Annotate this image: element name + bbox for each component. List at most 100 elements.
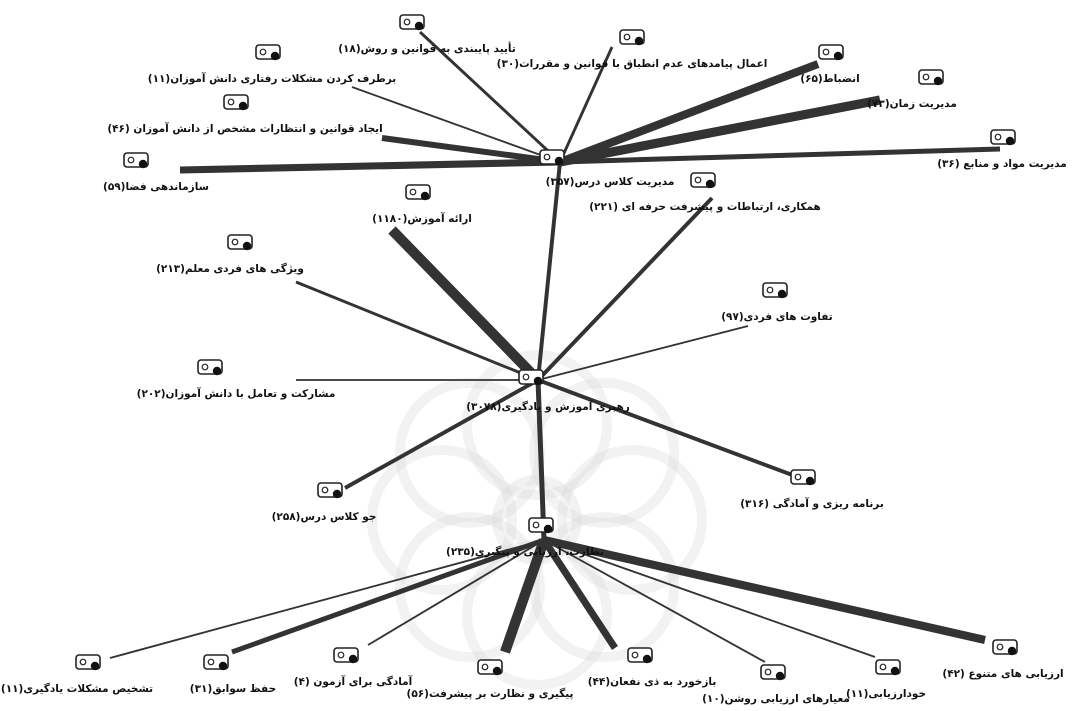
tag-icon: [539, 149, 565, 166]
node-label: معیارهای ارزیابی روشن(۱۰): [702, 693, 850, 705]
node-supervision[interactable]: نظارت، ارزیابی و پیگیری(۲۳۵): [446, 517, 604, 558]
tag-icon: [333, 647, 359, 664]
edge-teaching_delivery-to-leadership: [388, 226, 542, 384]
node-leadership[interactable]: رهبری آموزش و یادگیری(۳۰۷۸): [466, 369, 630, 413]
node-label: اعمال پیامدهای عدم انطباق با قوانین و مق…: [497, 58, 768, 70]
node-label: نظارت، ارزیابی و پیگیری(۲۳۵): [446, 545, 604, 558]
edge-teacher_traits-to-leadership: [295, 280, 539, 382]
edge-progress_followup-to-supervision: [500, 538, 549, 654]
edge-space_org-to-classroom_mgmt: [179, 158, 561, 174]
node-planning[interactable]: برنامه ریزی و آمادگی (۳۱۶): [740, 469, 884, 510]
edge-planning-to-leadership: [537, 378, 796, 478]
node-materials_mgmt[interactable]: مدیریت مواد و منابع (۳۶): [937, 129, 1067, 170]
edges-layer: [109, 30, 1001, 663]
node-collaboration[interactable]: همکاری، ارتباطات و پیشرفت حرفه ای (۲۲۱): [589, 172, 821, 213]
watermark-petal: [462, 350, 612, 500]
tag-icon: [317, 482, 343, 499]
edge-classroom_mgmt-to-leadership: [536, 161, 562, 381]
edge-materials_mgmt-to-classroom_mgmt: [559, 146, 1001, 165]
tag-icon: [123, 152, 149, 169]
tag-icon: [760, 664, 786, 681]
nodes-layer: مدیریت کلاس درس(۳۵۷) تأیید پایبندی به قوا…: [1, 14, 1067, 705]
node-label: تفاوت های فردی(۹۷): [721, 311, 833, 323]
edge-clear_criteria-to-supervision: [543, 539, 766, 663]
tag-icon: [762, 282, 788, 299]
node-teaching_delivery[interactable]: ارائه آموزش(۱۱۸۰): [372, 184, 472, 225]
node-label: ایجاد قوانین و انتظارات مشخص از دانش آمو…: [107, 122, 382, 135]
node-label: انضباط(۶۵): [800, 73, 859, 85]
tag-icon: [75, 654, 101, 671]
edge-time_mgmt-to-classroom_mgmt: [559, 95, 881, 167]
edge-class_climate-to-leadership: [344, 378, 539, 490]
edge-self_assessment-to-supervision: [543, 539, 876, 658]
node-space_org[interactable]: سازماندهی فضا(۵۹): [103, 152, 209, 193]
edge-record_keeping-to-supervision: [231, 537, 545, 655]
node-varied_assessment[interactable]: ارزیابی های متنوع (۴۲): [942, 639, 1064, 680]
edge-collaboration-to-leadership: [536, 196, 714, 382]
watermark-petal: [557, 445, 707, 595]
node-label: برطرف کردن مشکلات رفتاری دانش آموزان(۱۱): [148, 72, 397, 85]
node-teacher_traits[interactable]: ویژگی های فردی معلم(۲۱۳): [156, 234, 304, 275]
edge-rules_expectations-to-classroom_mgmt: [381, 135, 561, 165]
node-label: آمادگی برای آزمون (۴): [294, 675, 413, 688]
node-label: تشخیص مشکلات یادگیری(۱۱): [1, 682, 153, 695]
edge-individual_diff-to-leadership: [537, 325, 749, 381]
node-learning_diag[interactable]: تشخیص مشکلات یادگیری(۱۱): [1, 654, 153, 695]
node-individual_diff[interactable]: تفاوت های فردی(۹۷): [721, 282, 833, 323]
node-progress_followup[interactable]: پیگیری و نظارت بر پیشرفت(۵۶): [407, 659, 574, 700]
node-behavior_problems[interactable]: برطرف کردن مشکلات رفتاری دانش آموزان(۱۱): [148, 44, 397, 85]
tag-icon: [227, 234, 253, 251]
node-law_adherence[interactable]: تأیید پایبندی به قوانین و روش(۱۸): [338, 14, 516, 55]
tag-icon: [690, 172, 716, 189]
node-consequences[interactable]: اعمال پیامدهای عدم انطباق با قوانین و مق…: [497, 29, 768, 70]
node-rules_expectations[interactable]: ایجاد قوانین و انتظارات مشخص از دانش آمو…: [107, 94, 383, 135]
tag-icon: [399, 14, 425, 31]
node-class_climate[interactable]: جو کلاس درس(۲۵۸): [272, 482, 377, 523]
node-label: ویژگی های فردی معلم(۲۱۳): [156, 262, 304, 275]
node-record_keeping[interactable]: حفظ سوابق(۳۱): [190, 654, 276, 695]
node-discipline[interactable]: انضباط(۶۵): [800, 44, 860, 85]
tag-icon: [918, 69, 944, 86]
tag-icon: [528, 517, 554, 534]
watermark-petal: [367, 445, 517, 595]
node-label: بازخورد به ذی نفعان(۴۴): [588, 676, 717, 688]
node-label: جو کلاس درس(۲۵۸): [272, 511, 377, 523]
tag-icon: [627, 647, 653, 664]
tag-icon: [197, 359, 223, 376]
edge-feedback-to-supervision: [541, 538, 618, 650]
tag-icon: [203, 654, 229, 671]
node-classroom_mgmt[interactable]: مدیریت کلاس درس(۳۵۷): [539, 149, 675, 188]
tag-icon: [790, 469, 816, 486]
edge-learning_diag-to-supervision: [109, 539, 545, 659]
tag-icon: [818, 44, 844, 61]
node-label: ارزیابی های متنوع (۴۲): [942, 668, 1063, 680]
node-exam_prep[interactable]: آمادگی برای آزمون (۴): [294, 647, 413, 688]
node-clear_criteria[interactable]: معیارهای ارزیابی روشن(۱۰): [702, 664, 850, 705]
node-self_assessment[interactable]: خودارزیابی(۱۱): [846, 659, 926, 700]
watermark-emblem: [367, 350, 707, 690]
node-label: برنامه ریزی و آمادگی (۳۱۶): [740, 497, 884, 510]
node-label: مدیریت زمان(۷۳): [867, 98, 957, 110]
tag-icon: [875, 659, 901, 676]
watermark-petal: [529, 377, 680, 528]
tag-icon: [223, 94, 249, 111]
node-label: مشارکت و تعامل با دانش آموزان(۲۰۲): [137, 387, 336, 400]
node-label: پیگیری و نظارت بر پیشرفت(۵۶): [407, 687, 574, 700]
node-label: همکاری، ارتباطات و پیشرفت حرفه ای (۲۲۱): [589, 201, 821, 213]
watermark-petal: [394, 512, 545, 663]
edge-discipline-to-classroom_mgmt: [558, 60, 820, 166]
tag-icon: [405, 184, 431, 201]
node-participation[interactable]: مشارکت و تعامل با دانش آموزان(۲۰۲): [137, 359, 336, 400]
node-label: مدیریت مواد و منابع (۳۶): [937, 158, 1067, 170]
node-feedback[interactable]: بازخورد به ذی نفعان(۴۴): [588, 647, 717, 688]
node-label: تأیید پایبندی به قوانین و روش(۱۸): [338, 41, 516, 55]
edge-varied_assessment-to-supervision: [543, 536, 986, 644]
tag-icon: [518, 369, 544, 386]
tag-icon: [990, 129, 1016, 146]
node-time_mgmt[interactable]: مدیریت زمان(۷۳): [867, 69, 957, 110]
node-label: مدیریت کلاس درس(۳۵۷): [546, 176, 675, 188]
node-label: خودارزیابی(۱۱): [846, 688, 926, 700]
node-label: رهبری آموزش و یادگیری(۳۰۷۸): [466, 400, 630, 413]
edge-behavior_problems-to-classroom_mgmt: [351, 86, 561, 163]
